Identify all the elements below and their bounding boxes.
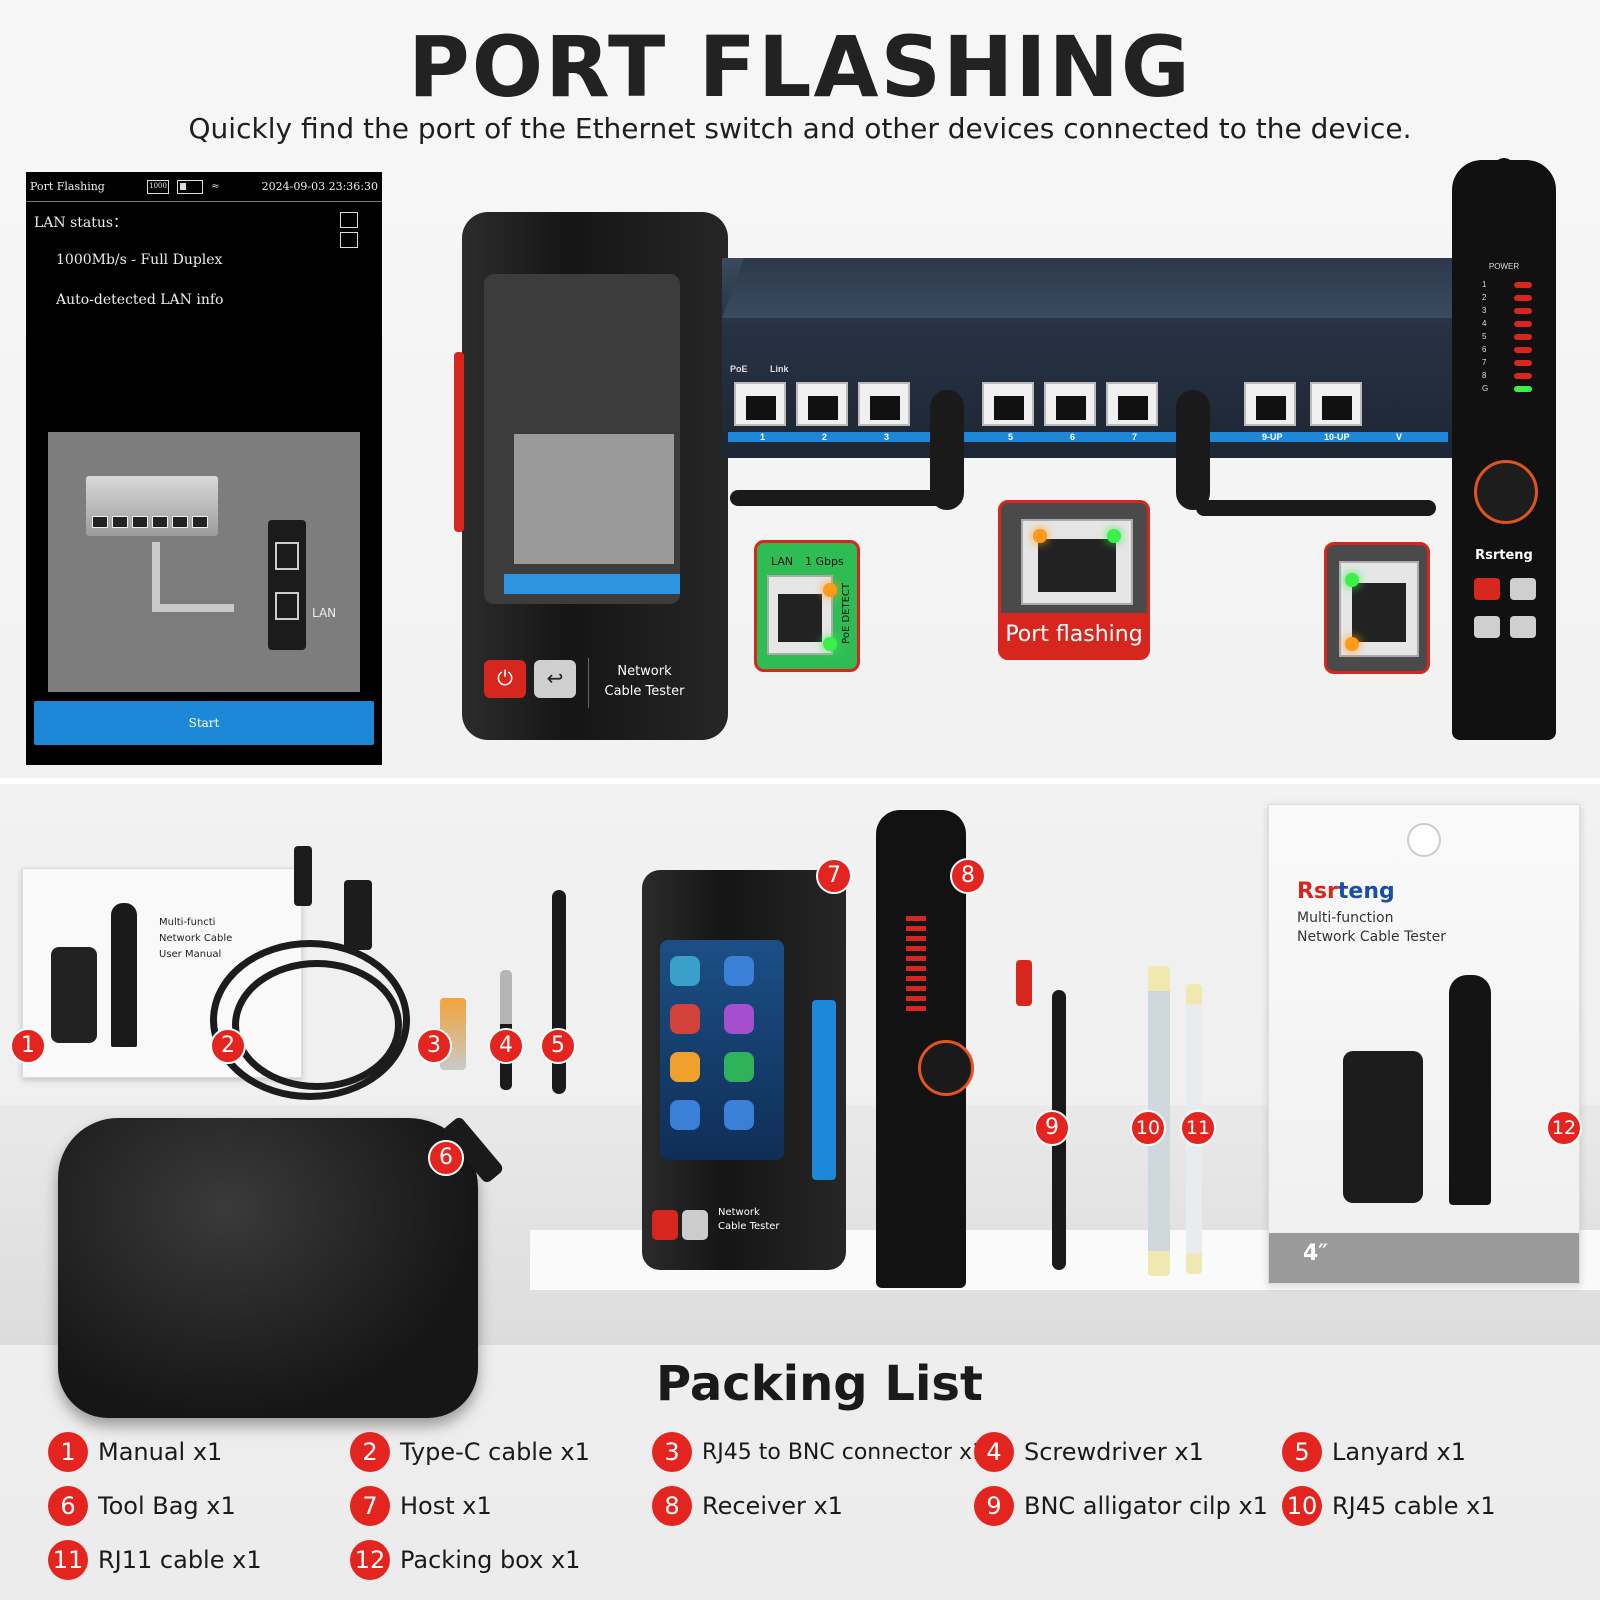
- brand-logo: Rsrteng: [1475, 548, 1533, 563]
- auto-detected-info: Auto-detected LAN info: [56, 292, 224, 308]
- power-icon: [1474, 578, 1500, 600]
- port-flashing-screen: Port Flashing 1000 ≈ 2024-09-03 23:36:30…: [26, 172, 382, 765]
- packing-list-title: Packing List: [656, 1356, 983, 1412]
- switch-port: [858, 382, 910, 426]
- packed-host: Network Cable Tester: [642, 870, 846, 1270]
- signal-meter: 1 2 3 4 5 6 7 8 G: [1482, 278, 1532, 396]
- connection-diagram: LAN: [48, 432, 360, 692]
- battery-icon: [177, 179, 204, 194]
- box-brand-logo: Rsrteng: [1297, 879, 1395, 904]
- host-port-callout: LAN 1 Gbps PoE DETECT: [754, 540, 860, 672]
- page-title: PORT FLASHING: [408, 18, 1192, 116]
- switch-port: [1106, 382, 1158, 426]
- link-label: Link: [770, 364, 789, 374]
- switch-port: [1244, 382, 1296, 426]
- volume-knob-icon: [1474, 460, 1538, 524]
- item-badge: 8: [950, 858, 986, 894]
- flashing-led-green: [1107, 529, 1121, 543]
- light-icon: [1510, 616, 1536, 638]
- item-badge: 5: [540, 1028, 576, 1064]
- start-button[interactable]: Start: [34, 701, 374, 745]
- mode-icon: [1510, 578, 1536, 600]
- poe-label: PoE: [730, 364, 748, 374]
- item-badge: 1: [10, 1028, 46, 1064]
- screen-title: Port Flashing: [30, 180, 105, 193]
- power-icon: ⏻: [484, 660, 526, 698]
- patch-cable: [1176, 390, 1210, 510]
- activity-led: [823, 583, 837, 597]
- switch-illustration: [86, 476, 218, 536]
- volume-knob-icon: [918, 1040, 974, 1096]
- switch-port: [1310, 382, 1362, 426]
- item-badge: 2: [210, 1028, 246, 1064]
- item-badge: 12: [1546, 1110, 1582, 1146]
- host-screen: [484, 274, 680, 604]
- lan-port-icon: [340, 212, 360, 252]
- item-badge: 6: [428, 1140, 464, 1176]
- speed-icon: 1000: [147, 179, 170, 194]
- network-cable-tester-host: ⏻ ↩ Network Cable Tester: [454, 212, 728, 740]
- item-badge: 7: [816, 858, 852, 894]
- port-number-strip: [728, 432, 1448, 442]
- power-icon: [652, 1210, 678, 1240]
- lan-status-label: LAN status：: [34, 215, 128, 231]
- duplex-value: 1000Mb/s - Full Duplex: [56, 252, 223, 268]
- mute-icon: [1474, 616, 1500, 638]
- switch-port: [1044, 382, 1096, 426]
- switch-port: [734, 382, 786, 426]
- packed-receiver: [876, 810, 974, 1288]
- cable-illustration: [152, 542, 160, 612]
- back-icon: [682, 1210, 708, 1240]
- port-flashing-callout: Port flashing: [998, 500, 1150, 660]
- app-icons: [670, 956, 758, 1130]
- receiver-probe: POWER 1 2 3 4 5 6 7 8 G Rsrteng: [1452, 160, 1556, 740]
- port-flashing-label: Port flashing: [1001, 613, 1147, 657]
- switch-port: [796, 382, 848, 426]
- type-c-cable: [210, 940, 410, 1100]
- tool-bag: [58, 1118, 478, 1418]
- item-badge: 3: [416, 1028, 452, 1064]
- wifi-icon: ≈: [211, 181, 220, 192]
- switch-port: [982, 382, 1034, 426]
- item-badge: 10: [1130, 1110, 1166, 1146]
- screen-datetime: 2024-09-03 23:36:30: [261, 180, 378, 193]
- packing-box: Rsrteng Multi-function Network Cable Tes…: [1268, 804, 1580, 1284]
- receiver-port-callout: [1324, 542, 1430, 674]
- diagram-lan-label: LAN: [312, 606, 337, 620]
- back-icon: ↩: [534, 660, 576, 698]
- link-led: [823, 637, 837, 651]
- flashing-led-orange: [1033, 529, 1047, 543]
- tester-port-illustration: [268, 520, 306, 650]
- page-subtitle: Quickly find the port of the Ethernet sw…: [188, 112, 1412, 145]
- section-divider: [0, 778, 1600, 784]
- status-icons: 1000 ≈: [147, 179, 220, 194]
- item-badge: 4: [488, 1028, 524, 1064]
- screen-status-bar: Port Flashing 1000 ≈ 2024-09-03 23:36:30: [26, 172, 382, 202]
- item-badge: 11: [1180, 1110, 1216, 1146]
- host-label: Network Cable Tester: [588, 658, 700, 708]
- item-badge: 9: [1034, 1110, 1070, 1146]
